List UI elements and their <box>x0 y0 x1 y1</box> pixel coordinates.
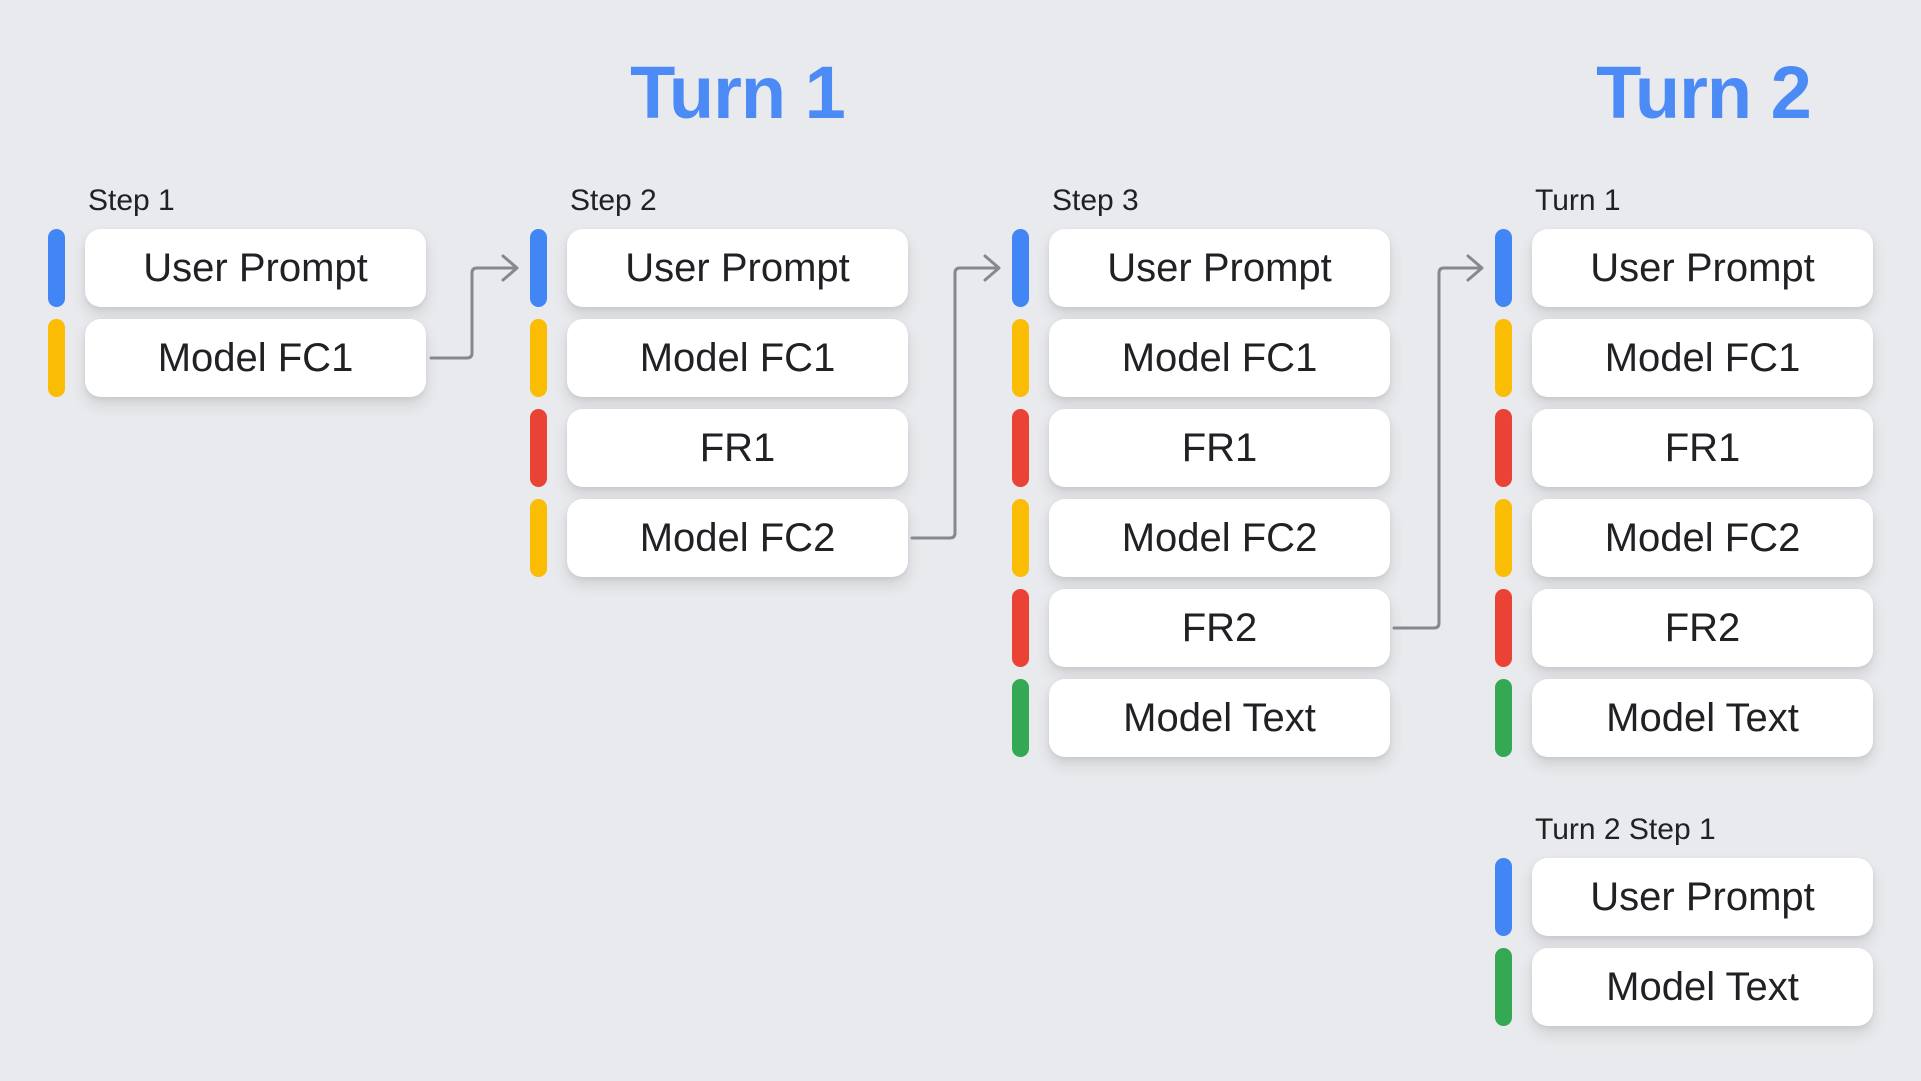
arrow-step1-to-step2 <box>429 254 519 360</box>
card-fr2: FR2 <box>1049 589 1390 667</box>
model-fc-color-bar <box>1495 319 1512 397</box>
list-item: FR1 <box>530 409 908 487</box>
list-item: User Prompt <box>1495 858 1873 936</box>
model-text-color-bar <box>1495 948 1512 1026</box>
card-model-fc1: Model FC1 <box>1049 319 1390 397</box>
card-user-prompt: User Prompt <box>567 229 908 307</box>
column-label: Turn 2 Step 1 <box>1535 813 1716 846</box>
card-user-prompt: User Prompt <box>1532 858 1873 936</box>
list-item: Model FC1 <box>1495 319 1873 397</box>
user-prompt-color-bar <box>530 229 547 307</box>
model-text-color-bar <box>1012 679 1029 757</box>
model-fc-color-bar <box>1495 499 1512 577</box>
column-label: Turn 1 <box>1535 184 1621 217</box>
list-item: FR1 <box>1495 409 1873 487</box>
arrow-step3-to-turn1 <box>1392 254 1484 630</box>
list-item: Model Text <box>1495 679 1873 757</box>
card-model-fc1: Model FC1 <box>85 319 426 397</box>
arrow-step2-to-step3 <box>910 254 1001 540</box>
column-step-2: Step 2 User Prompt Model FC1 FR1 Model F… <box>530 186 908 589</box>
card-model-text: Model Text <box>1532 948 1873 1026</box>
column-label: Step 2 <box>570 184 657 217</box>
card-fr1: FR1 <box>1532 409 1873 487</box>
model-fc-color-bar <box>530 319 547 397</box>
function-response-color-bar <box>1012 409 1029 487</box>
card-model-text: Model Text <box>1049 679 1390 757</box>
list-item: FR1 <box>1012 409 1390 487</box>
card-model-fc2: Model FC2 <box>567 499 908 577</box>
list-item: FR2 <box>1495 589 1873 667</box>
model-fc-color-bar <box>530 499 547 577</box>
model-fc-color-bar <box>1012 319 1029 397</box>
card-fr2: FR2 <box>1532 589 1873 667</box>
list-item: Model FC1 <box>530 319 908 397</box>
function-response-color-bar <box>1012 589 1029 667</box>
list-item: User Prompt <box>1012 229 1390 307</box>
user-prompt-color-bar <box>1495 858 1512 936</box>
card-user-prompt: User Prompt <box>85 229 426 307</box>
function-response-color-bar <box>1495 409 1512 487</box>
column-step-1: Step 1 User Prompt Model FC1 <box>48 186 426 409</box>
list-item: FR2 <box>1012 589 1390 667</box>
turn-1-header: Turn 1 <box>630 51 846 134</box>
list-item: User Prompt <box>530 229 908 307</box>
column-label: Step 1 <box>88 184 175 217</box>
user-prompt-color-bar <box>48 229 65 307</box>
model-fc-color-bar <box>48 319 65 397</box>
model-text-color-bar <box>1495 679 1512 757</box>
list-item: Model FC2 <box>530 499 908 577</box>
card-fr1: FR1 <box>567 409 908 487</box>
card-model-text: Model Text <box>1532 679 1873 757</box>
column-turn-1-context: Turn 1 User Prompt Model FC1 FR1 Model F… <box>1495 186 1873 769</box>
card-model-fc1: Model FC1 <box>1532 319 1873 397</box>
column-label: Step 3 <box>1052 184 1139 217</box>
user-prompt-color-bar <box>1495 229 1512 307</box>
card-fr1: FR1 <box>1049 409 1390 487</box>
list-item: User Prompt <box>48 229 426 307</box>
list-item: Model FC2 <box>1012 499 1390 577</box>
model-fc-color-bar <box>1012 499 1029 577</box>
function-response-color-bar <box>1495 589 1512 667</box>
list-item: Model FC1 <box>48 319 426 397</box>
column-step-3: Step 3 User Prompt Model FC1 FR1 Model F… <box>1012 186 1390 769</box>
card-user-prompt: User Prompt <box>1532 229 1873 307</box>
list-item: Model FC2 <box>1495 499 1873 577</box>
list-item: Model Text <box>1012 679 1390 757</box>
turn-2-header: Turn 2 <box>1596 51 1812 134</box>
list-item: User Prompt <box>1495 229 1873 307</box>
card-model-fc1: Model FC1 <box>567 319 908 397</box>
function-response-color-bar <box>530 409 547 487</box>
card-model-fc2: Model FC2 <box>1049 499 1390 577</box>
list-item: Model FC1 <box>1012 319 1390 397</box>
column-turn-2-step-1: Turn 2 Step 1 User Prompt Model Text <box>1495 815 1873 1038</box>
card-user-prompt: User Prompt <box>1049 229 1390 307</box>
list-item: Model Text <box>1495 948 1873 1026</box>
user-prompt-color-bar <box>1012 229 1029 307</box>
card-model-fc2: Model FC2 <box>1532 499 1873 577</box>
